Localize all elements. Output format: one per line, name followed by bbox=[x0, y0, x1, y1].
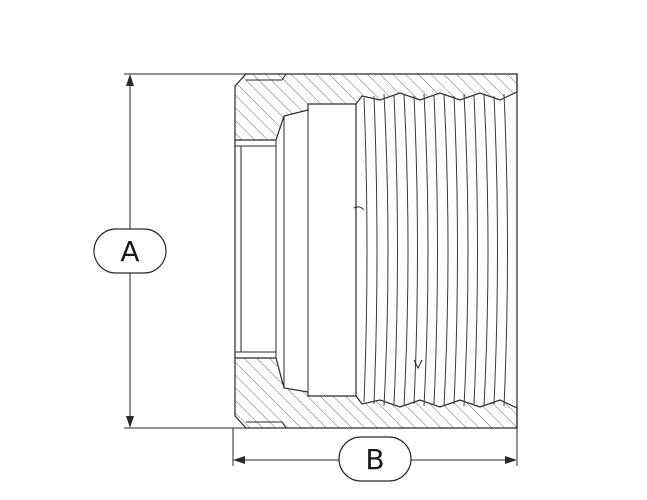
internal-thread-lines bbox=[363, 93, 508, 407]
top-outer-chamfer bbox=[246, 73, 287, 81]
fitting-section bbox=[234, 73, 518, 429]
thread-line bbox=[413, 95, 418, 405]
thread-line bbox=[363, 97, 368, 403]
thread-line bbox=[493, 95, 498, 405]
bottom-outer-chamfer bbox=[246, 421, 287, 429]
thread-line bbox=[453, 95, 458, 405]
thread-line bbox=[423, 93, 429, 407]
thread-line bbox=[393, 95, 398, 405]
dimension-a-label: A bbox=[120, 235, 139, 268]
dimension-b-right-arrow bbox=[505, 456, 517, 464]
thread-line bbox=[373, 95, 378, 405]
thread-line bbox=[483, 93, 489, 407]
thread-start-mark-top bbox=[353, 206, 365, 211]
thread-line bbox=[403, 93, 409, 407]
dimension-b-group: B bbox=[232, 428, 518, 482]
dimension-b-label: B bbox=[365, 443, 384, 476]
thread-start-mark-bottom bbox=[413, 359, 423, 370]
dimension-b-left-arrow bbox=[233, 456, 245, 464]
thread-line bbox=[433, 95, 438, 405]
thread-line bbox=[503, 93, 508, 407]
thread-line bbox=[383, 93, 389, 407]
dimension-a-label-capsule bbox=[93, 228, 167, 274]
dimension-a-bottom-arrow bbox=[126, 416, 134, 428]
thread-line bbox=[443, 93, 449, 407]
dimension-a-top-arrow bbox=[126, 74, 134, 86]
dimension-b-label-capsule bbox=[338, 436, 412, 482]
thread-line bbox=[463, 93, 469, 407]
dimension-a-group: A bbox=[93, 73, 246, 429]
thread-line bbox=[473, 95, 478, 405]
